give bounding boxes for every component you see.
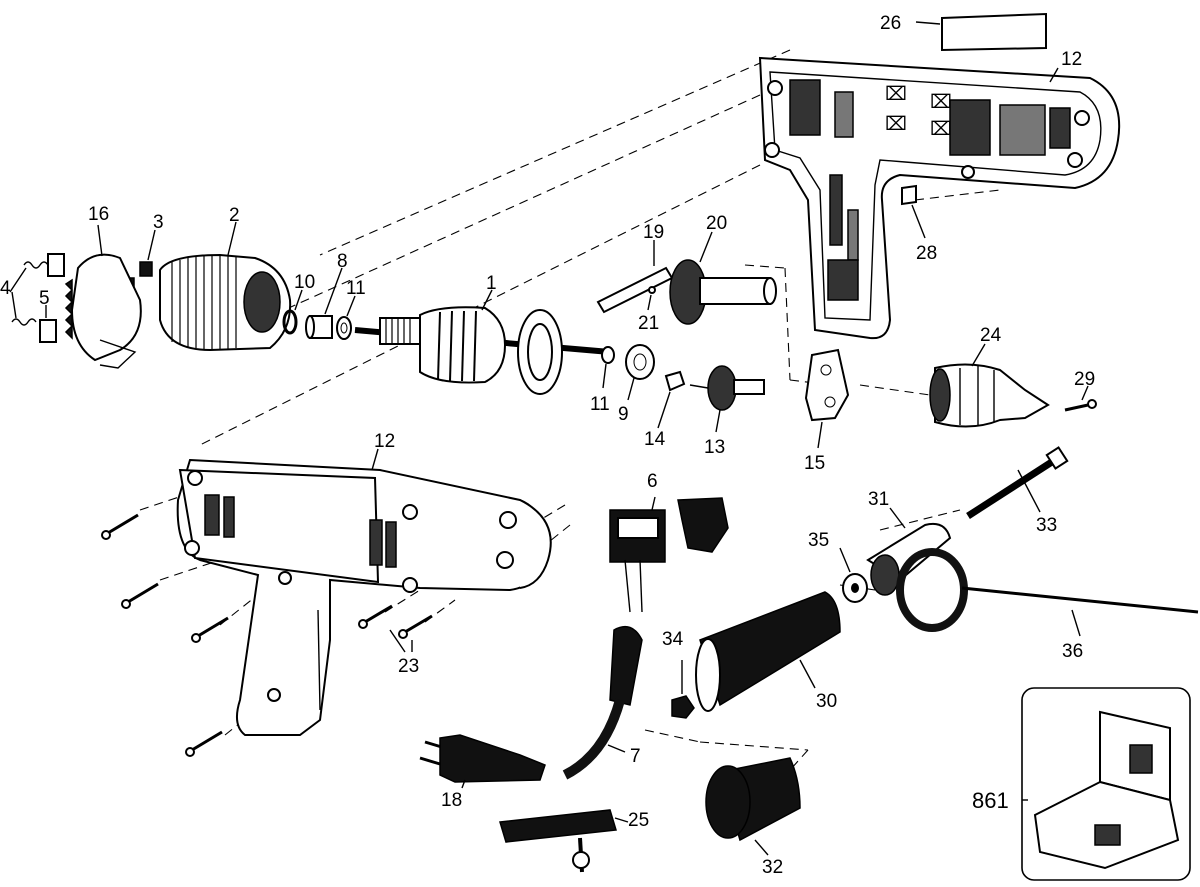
part-14-nut bbox=[657, 370, 686, 429]
part-26-nameplate bbox=[915, 12, 1047, 52]
part-861-carrying-case bbox=[1021, 687, 1191, 881]
part-23-screws bbox=[101, 513, 433, 757]
part-6-switch bbox=[609, 496, 729, 613]
callout-10: 10 bbox=[294, 272, 315, 293]
callout-5: 5 bbox=[39, 288, 50, 309]
callout-19: 19 bbox=[643, 222, 664, 243]
part-12-housing-half-left bbox=[176, 448, 552, 736]
callout-11-right: 11 bbox=[590, 394, 610, 415]
part-36-depth-rod bbox=[961, 586, 1199, 637]
part-8-bearing bbox=[305, 267, 343, 339]
callout-29: 29 bbox=[1074, 369, 1095, 390]
part-5-brush-holder bbox=[39, 253, 65, 343]
part-12-housing-half-right: ⌧ ⌧ ⌧ ⌧ bbox=[758, 56, 1121, 340]
part-28-insert bbox=[901, 184, 926, 239]
callout-21: 21 bbox=[638, 313, 659, 334]
callout-35: 35 bbox=[808, 530, 829, 551]
callout-12-top: 12 bbox=[1061, 49, 1082, 70]
part-18-plug bbox=[419, 734, 546, 789]
part-30-handle-grip bbox=[695, 591, 841, 712]
part-13-pinion-gear bbox=[689, 365, 765, 433]
callout-4: 4 bbox=[0, 278, 11, 299]
callout-9: 9 bbox=[618, 404, 629, 425]
callout-18: 18 bbox=[441, 790, 462, 811]
part-35-washer bbox=[839, 547, 868, 603]
callout-16: 16 bbox=[88, 204, 109, 225]
callout-23: 23 bbox=[398, 656, 419, 677]
callout-20: 20 bbox=[706, 213, 727, 234]
part-11-washer-left bbox=[336, 295, 356, 340]
part-9-bearing bbox=[625, 344, 655, 401]
callout-3: 3 bbox=[153, 212, 164, 233]
svg-text:⌧: ⌧ bbox=[930, 92, 952, 113]
svg-text:⌧: ⌧ bbox=[885, 84, 907, 105]
part-1-armature bbox=[354, 289, 611, 395]
svg-text:⌧: ⌧ bbox=[885, 114, 907, 135]
part-4-brush-spring bbox=[9, 261, 49, 326]
part-31-side-handle-bracket bbox=[866, 507, 968, 632]
part-callouts: 26 12 16 3 2 19 20 28 10 8 11 1 4 5 21 2… bbox=[0, 13, 1095, 878]
callout-861: 861 bbox=[972, 788, 1009, 813]
part-20-spindle-gear bbox=[669, 231, 777, 325]
callout-14: 14 bbox=[644, 429, 666, 450]
callout-24: 24 bbox=[980, 325, 1002, 346]
callout-7: 7 bbox=[630, 746, 641, 767]
part-2-field-stator bbox=[159, 221, 292, 352]
callout-6: 6 bbox=[647, 471, 658, 492]
svg-text:⌧: ⌧ bbox=[930, 119, 952, 140]
callout-28: 28 bbox=[916, 243, 937, 264]
callout-11-left: 11 bbox=[346, 278, 366, 299]
callout-36: 36 bbox=[1062, 641, 1083, 662]
callout-15: 15 bbox=[804, 453, 825, 474]
part-7-cord bbox=[562, 625, 643, 780]
part-33-bolt bbox=[966, 446, 1069, 519]
part-19-key-plate bbox=[596, 240, 674, 314]
callout-34: 34 bbox=[662, 629, 684, 650]
part-15-bearing-plate bbox=[804, 348, 850, 449]
part-16-end-plate bbox=[64, 224, 142, 369]
part-32-grip-end bbox=[705, 757, 801, 856]
part-21-ball bbox=[647, 286, 656, 311]
callout-8: 8 bbox=[337, 251, 348, 272]
callout-26: 26 bbox=[880, 13, 901, 34]
callout-1: 1 bbox=[486, 273, 497, 294]
callout-25: 25 bbox=[628, 810, 649, 831]
part-24-chuck bbox=[929, 343, 1050, 428]
callout-12-bottom: 12 bbox=[374, 431, 395, 452]
callout-31: 31 bbox=[868, 489, 889, 510]
part-11-washer-right bbox=[601, 346, 615, 389]
callout-33: 33 bbox=[1036, 515, 1057, 536]
part-10-o-ring bbox=[282, 289, 303, 335]
callout-30: 30 bbox=[816, 691, 837, 712]
part-34-nut bbox=[671, 660, 695, 719]
callout-13: 13 bbox=[704, 437, 725, 458]
callout-2: 2 bbox=[229, 205, 240, 226]
callout-32: 32 bbox=[762, 857, 783, 878]
part-29-chuck-key-screw bbox=[1064, 385, 1097, 412]
part-25-chuck-key-holder bbox=[499, 809, 629, 873]
